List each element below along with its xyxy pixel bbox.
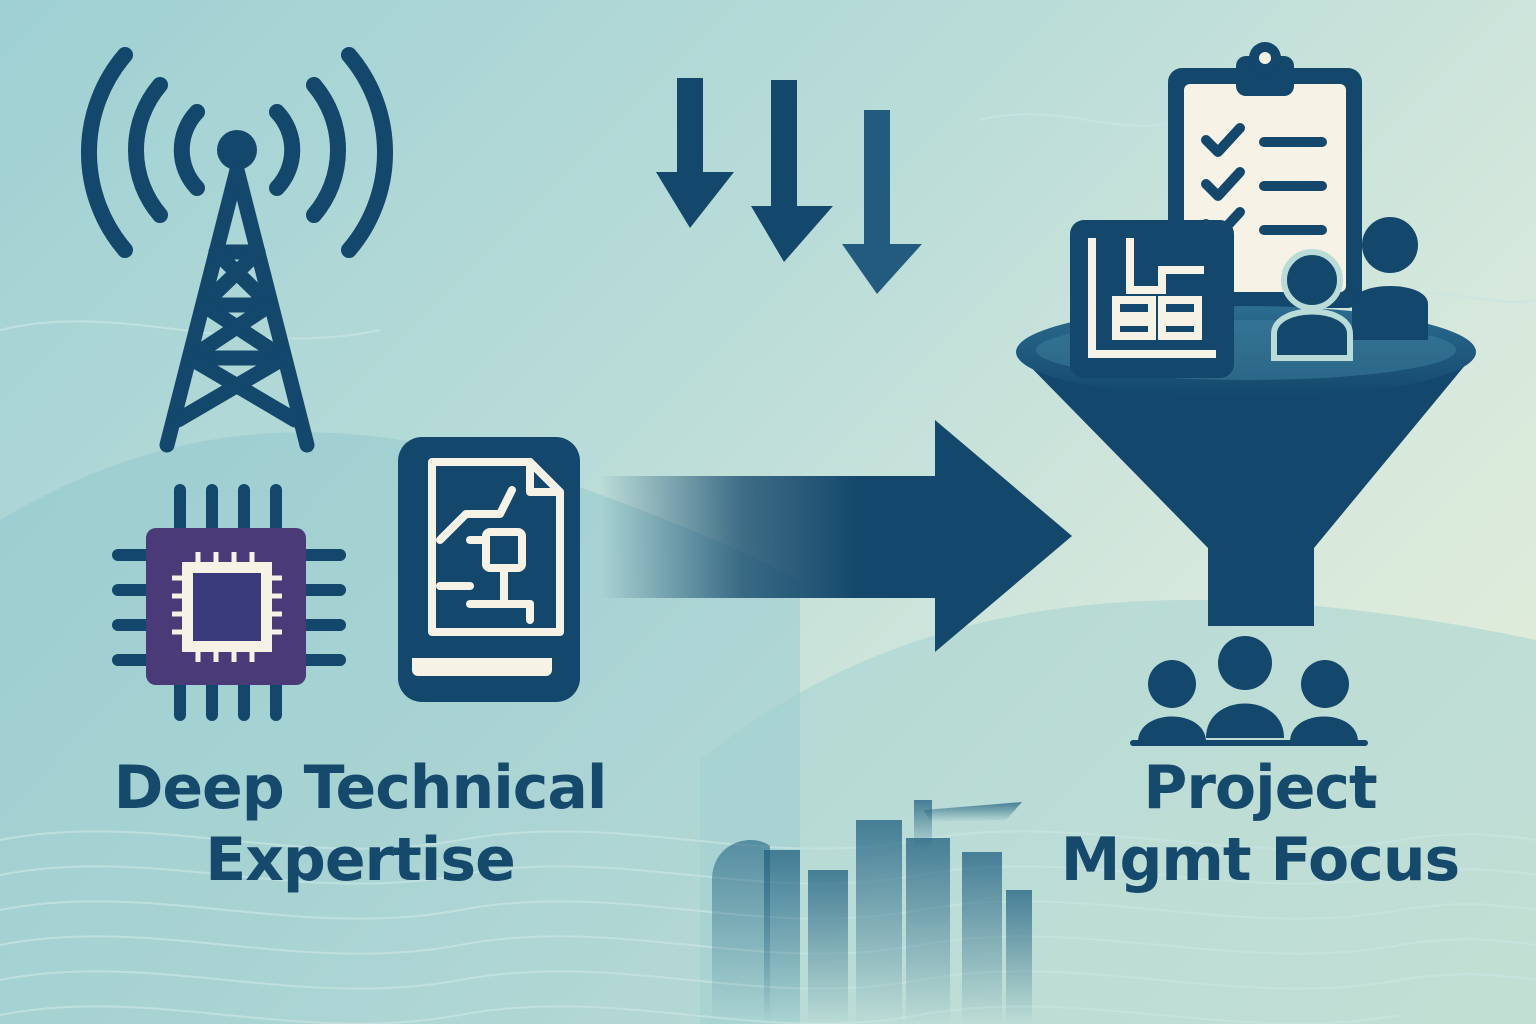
left-label-line2: Expertise bbox=[205, 825, 516, 895]
circuit-manual-icon bbox=[398, 437, 580, 702]
down-arrows-icon bbox=[656, 78, 922, 294]
blueprint-icon bbox=[1070, 220, 1234, 378]
flow-arrow-icon bbox=[600, 420, 1072, 652]
building-skyline-icon bbox=[712, 800, 1032, 1024]
team-pair-icon bbox=[1271, 217, 1428, 361]
team-group-icon bbox=[1130, 636, 1368, 746]
antenna-tower-icon bbox=[81, 47, 393, 453]
left-label-line1: Deep Technical bbox=[113, 753, 608, 823]
deep-technical-expertise-label: Deep Technical Expertise bbox=[60, 752, 660, 896]
microchip-icon bbox=[112, 484, 346, 721]
right-label-line2: Mgmt Focus bbox=[1060, 825, 1461, 895]
right-label-line1: Project bbox=[1143, 753, 1377, 823]
project-mgmt-focus-label: Project Mgmt Focus bbox=[1010, 752, 1510, 896]
